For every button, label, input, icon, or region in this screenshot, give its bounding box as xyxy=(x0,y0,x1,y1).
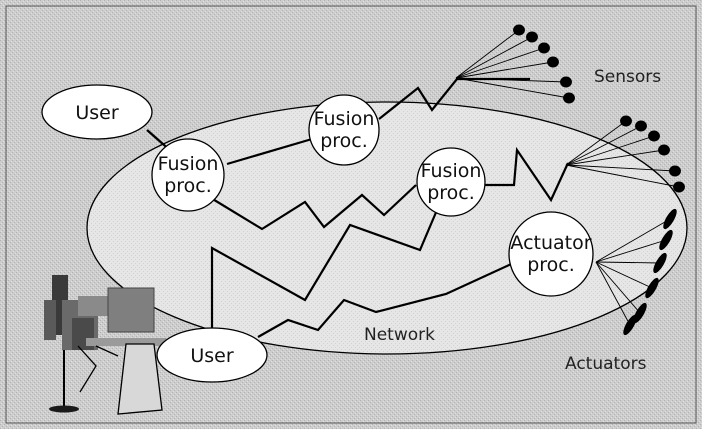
sensor-dot xyxy=(648,130,660,142)
user-node-top-label: User xyxy=(75,102,118,124)
fusion-node-left-label-line2: proc. xyxy=(164,175,212,197)
sensor-dot xyxy=(526,31,538,43)
sensor-dot xyxy=(560,76,572,88)
fusion-node-top xyxy=(308,94,380,166)
network-label: Network xyxy=(364,325,435,345)
fusion-node-top-label-line1: Fusion xyxy=(314,108,375,130)
sensors-label: Sensors xyxy=(594,67,661,87)
actuator-mark xyxy=(663,208,677,230)
actuator-node-label-line2: proc. xyxy=(527,254,575,276)
link-user-bottom-to-fusion-center xyxy=(210,209,439,333)
sensor-dot xyxy=(547,56,559,68)
actuator-group xyxy=(595,208,677,336)
sensor-dot xyxy=(669,165,681,177)
actuator-mark xyxy=(645,277,659,299)
sensor-dot xyxy=(620,115,632,127)
actuator-node xyxy=(508,211,594,297)
actuator-mark xyxy=(623,314,637,336)
fusion-node-center xyxy=(416,147,486,217)
actuators-label: Actuators xyxy=(565,354,647,374)
user-node-top xyxy=(41,84,153,140)
sensor-group-top xyxy=(455,24,575,104)
link-user-bottom-to-actuator xyxy=(257,259,521,338)
link-fusion-center-to-sensors xyxy=(465,146,569,203)
sensor-group-right xyxy=(565,115,685,193)
sensor-dot xyxy=(673,181,685,193)
fusion-node-center-label-line2: proc. xyxy=(427,182,475,204)
link-fusion-left-to-fusion-top xyxy=(226,137,313,166)
actuator-mark xyxy=(653,252,667,274)
sensor-dot xyxy=(513,24,525,36)
actuator-node-label-line1: Actuator xyxy=(510,232,591,254)
fusion-node-left-label-line1: Fusion xyxy=(158,153,219,175)
diagram-frame xyxy=(5,5,697,424)
fusion-node-center-label-line1: Fusion xyxy=(421,160,482,182)
sensor-dot xyxy=(563,92,575,104)
user-node-bottom xyxy=(156,327,268,383)
fusion-node-left xyxy=(151,138,225,212)
user-workstation-illustration xyxy=(44,275,166,415)
network-ellipse xyxy=(86,101,688,355)
sensor-dot xyxy=(635,120,647,132)
sensor-dot xyxy=(538,42,550,54)
sensor-dot xyxy=(658,144,670,156)
user-node-bottom-label: User xyxy=(190,345,233,367)
fusion-node-top-label-line2: proc. xyxy=(320,130,368,152)
actuator-mark xyxy=(659,229,673,251)
link-fusion-left-to-fusion-center xyxy=(210,184,417,231)
